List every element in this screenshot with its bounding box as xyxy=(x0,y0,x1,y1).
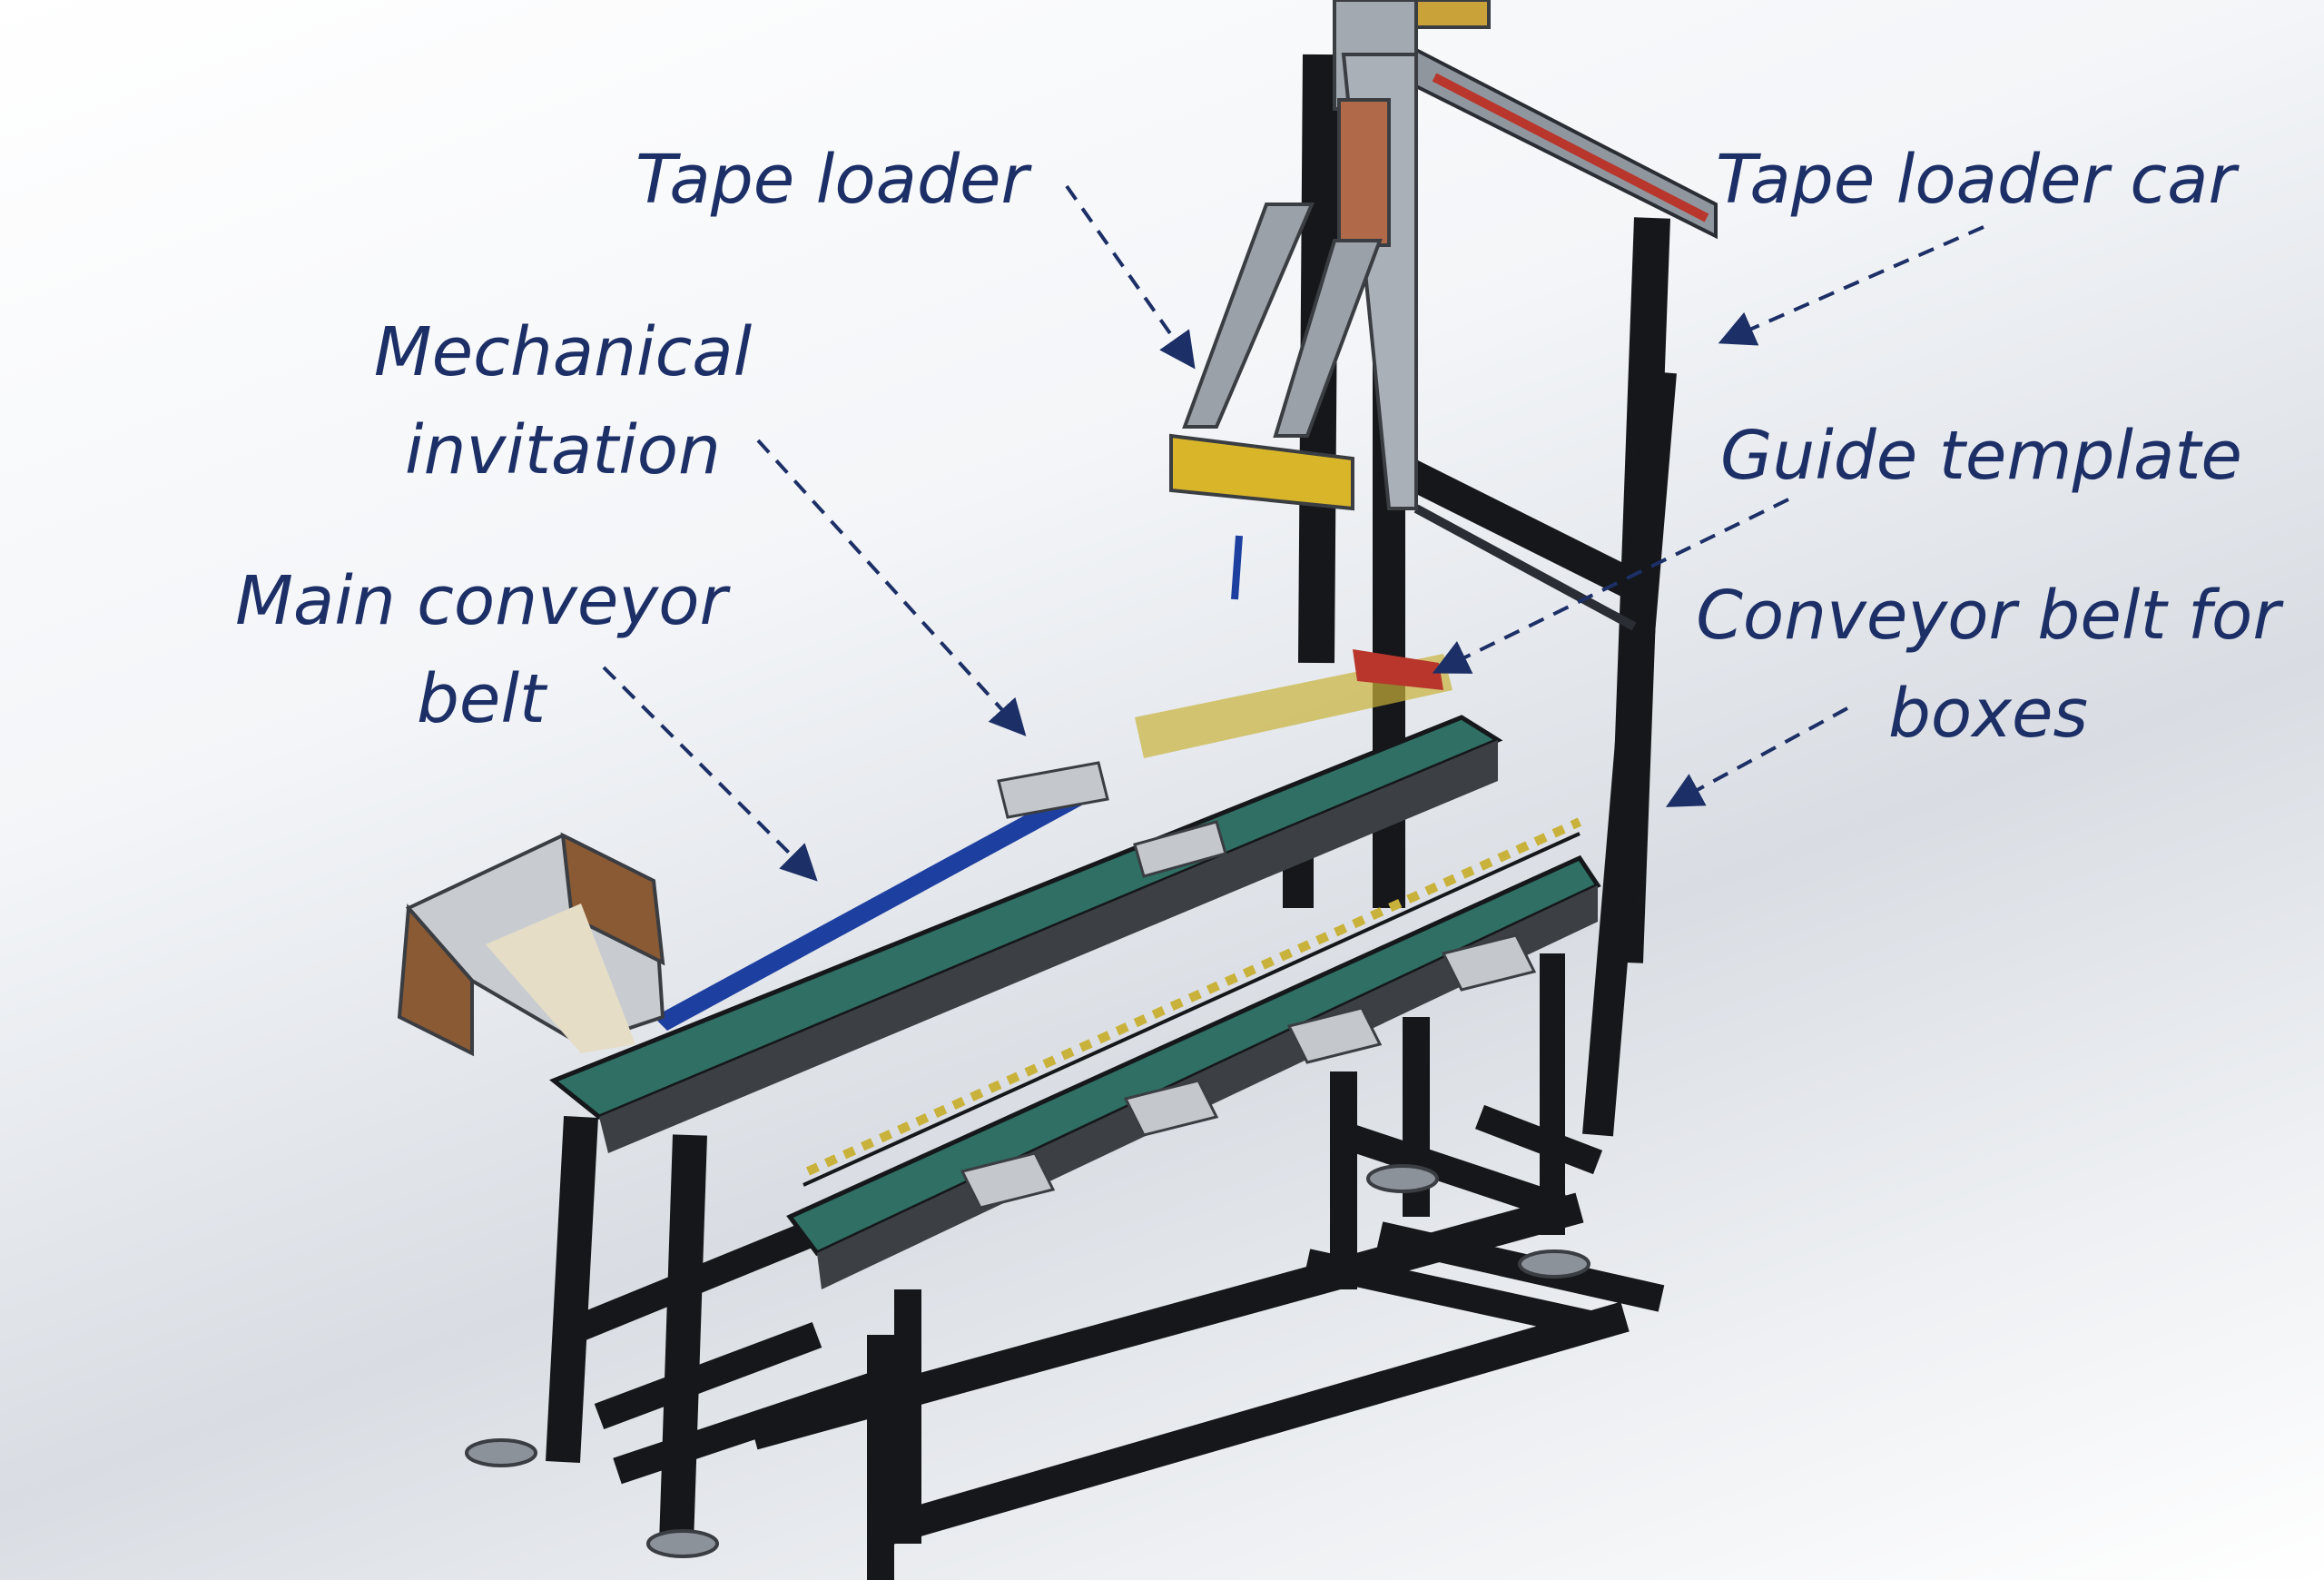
label-main-conveyor-belt-line-2: belt xyxy=(416,660,547,738)
label-main-conveyor-belt: Main conveyor belt xyxy=(227,552,735,748)
label-mechanical-invitation-line-2: invitation xyxy=(405,411,721,489)
main-conveyor-belt-shape xyxy=(549,649,1503,1153)
leader-arrows xyxy=(602,184,1984,882)
label-main-conveyor-belt-line-1: Main conveyor xyxy=(235,562,727,640)
arrow-tape-loader-car xyxy=(1718,225,1984,346)
tape-loader-assembly xyxy=(1169,53,1418,600)
box-conveyor-belt-shape xyxy=(786,817,1601,1289)
machine-illustration xyxy=(397,0,1718,1580)
label-guide-template: Guide template xyxy=(1720,417,2242,495)
box-conveyor-base-frame xyxy=(749,953,1665,1580)
arrow-tape-loader xyxy=(1065,184,1196,370)
arrow-guide-template xyxy=(1432,498,1789,674)
label-tape-loader: Tape loader xyxy=(635,141,1029,219)
arrow-main-conveyor-belt xyxy=(602,666,818,882)
leveling-feet xyxy=(465,1164,1590,1558)
tape-loader-rail xyxy=(1333,0,1718,240)
label-tape-loader-car: Tape loader car xyxy=(1716,141,2236,219)
label-conveyor-belt-for-boxes: Conveyor belt for boxes xyxy=(1689,567,2288,763)
label-mechanical-invitation-line-1: Mechanical xyxy=(373,313,753,391)
label-conveyor-belt-for-boxes-line-2: boxes xyxy=(1887,675,2089,753)
label-mechanical-invitation: Mechanical invitation xyxy=(363,303,763,499)
box-feeder xyxy=(397,832,665,1057)
label-conveyor-belt-for-boxes-line-1: Conveyor belt for xyxy=(1696,577,2280,655)
arrow-mechanical-invitation xyxy=(756,439,1027,736)
arrow-conveyor-belt-for-boxes xyxy=(1665,706,1848,807)
